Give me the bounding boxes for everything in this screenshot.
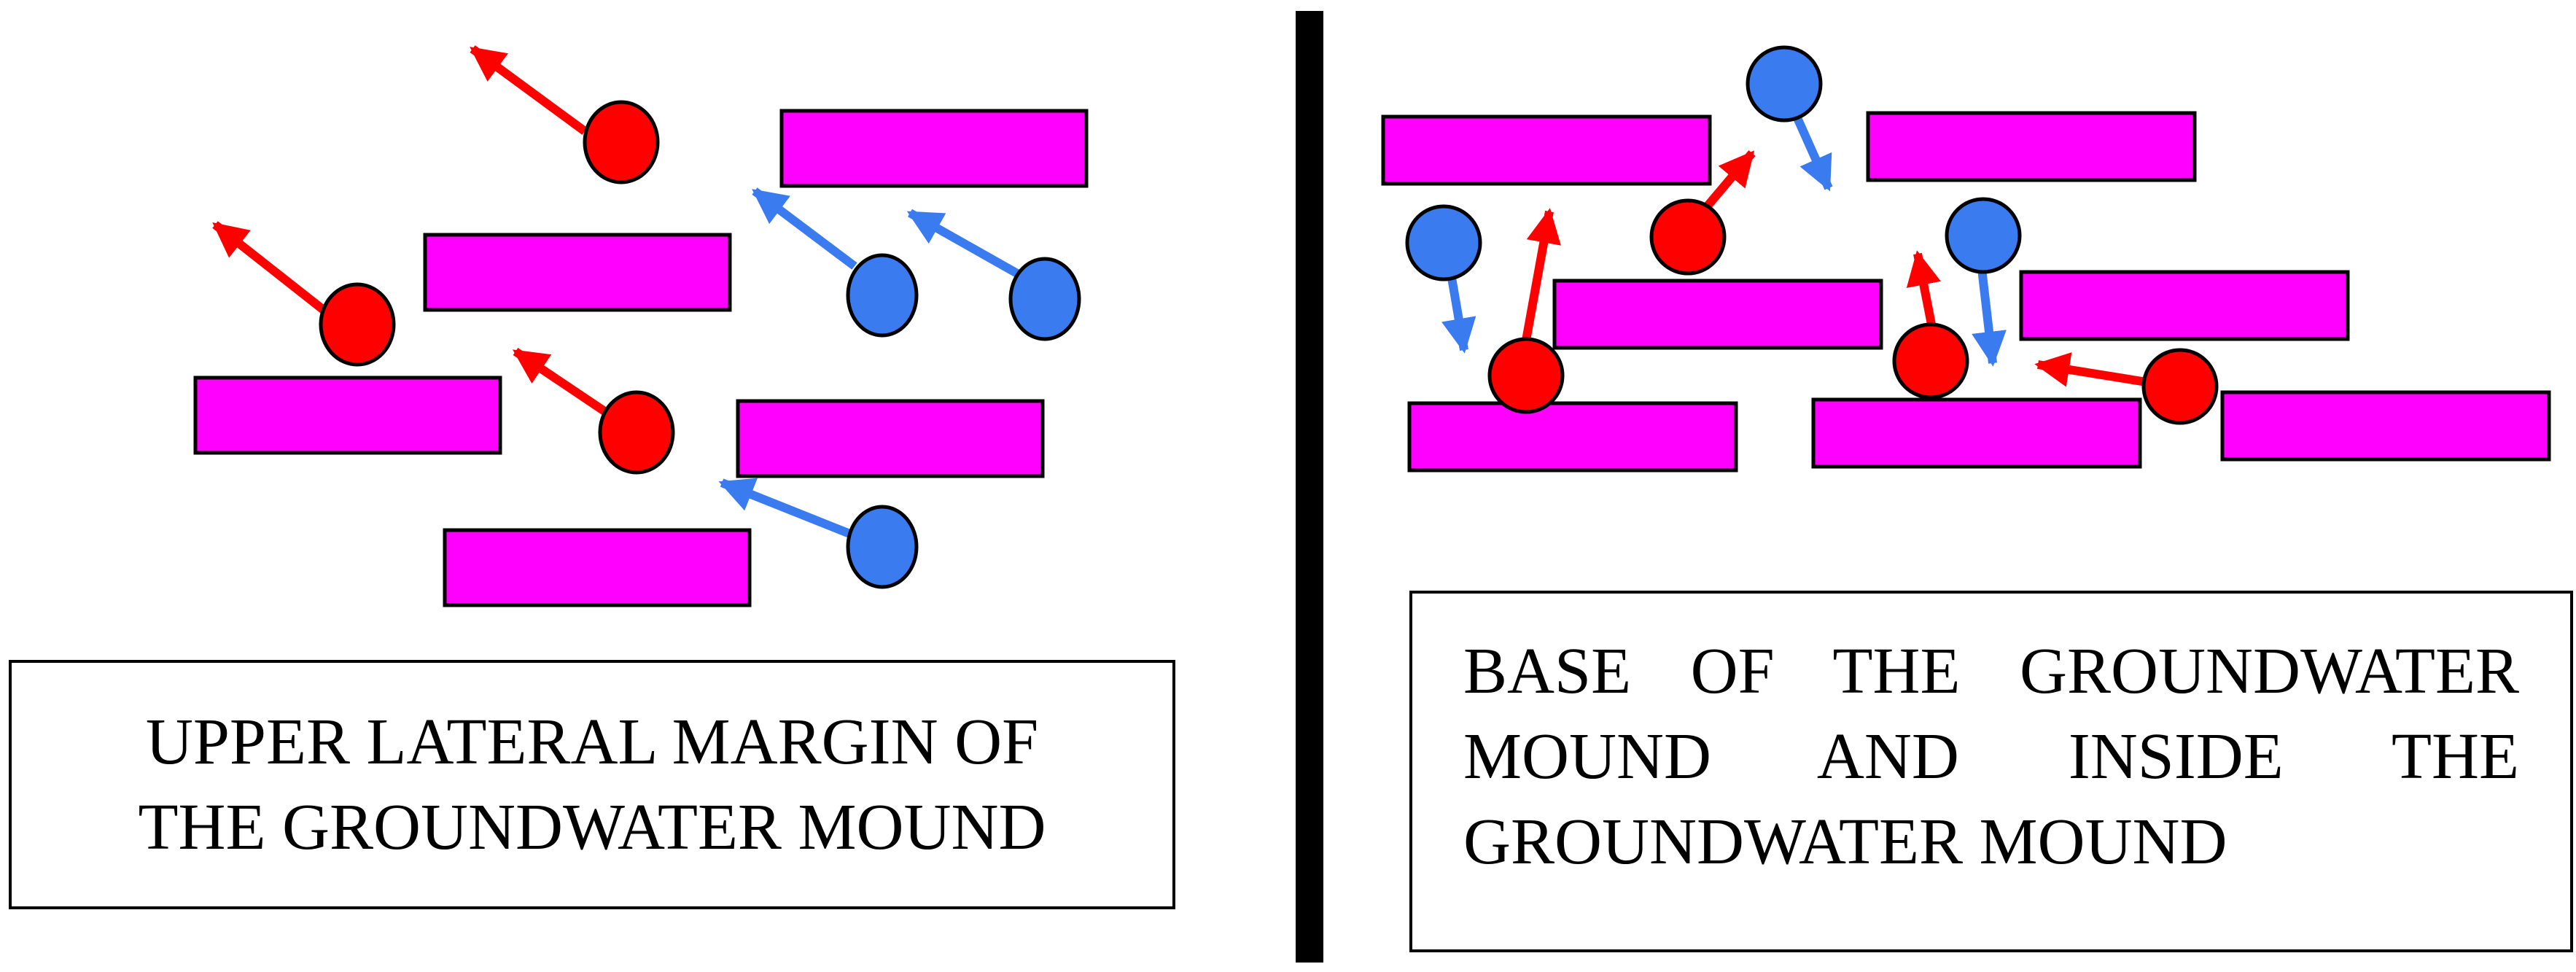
red-particle: [319, 282, 396, 367]
left-panel: [193, 45, 1089, 607]
blue-arrow: [752, 187, 857, 270]
red-particle: [2141, 348, 2219, 425]
blue-particle: [1008, 257, 1081, 341]
clay-plate: [2019, 270, 2350, 341]
red-arrow: [212, 221, 331, 317]
blue-particle: [846, 505, 919, 589]
blue-arrow: [1441, 272, 1476, 354]
left-blue-particles: [718, 187, 1081, 589]
clay-plate: [736, 399, 1045, 478]
red-particle: [1649, 198, 1727, 276]
panel-divider: [1296, 11, 1323, 963]
left-panel-label-box: UPPER LATERAL MARGIN OF THE GROUNDWATER …: [9, 660, 1175, 909]
blue-arrow: [1791, 111, 1833, 192]
right-clay-plates: [1381, 111, 2551, 473]
blue-arrow: [718, 478, 857, 540]
clay-plate: [2220, 390, 2551, 462]
blue-arrow: [1972, 262, 2007, 367]
right-blue-particles: [1405, 45, 2022, 367]
blue-particle: [1405, 204, 1482, 281]
blue-particle: [1746, 45, 1823, 123]
clay-plate: [1552, 279, 1883, 350]
clay-plate: [1866, 111, 2197, 182]
red-arrow: [513, 348, 614, 419]
red-particle: [1892, 322, 1969, 400]
left-clay-plates: [193, 109, 1089, 607]
blue-arrow: [906, 209, 1019, 278]
clay-plate: [423, 233, 732, 312]
red-particle: [598, 390, 675, 475]
left-panel-label: UPPER LATERAL MARGIN OF THE GROUNDWATER …: [138, 706, 1046, 863]
clay-plate: [443, 528, 752, 607]
clay-plate: [1381, 114, 1712, 186]
right-panel-label-box: BASE OF THE GROUNDWATER MOUND AND INSIDE…: [1409, 591, 2573, 952]
clay-plate: [779, 109, 1089, 188]
left-red-particles: [212, 45, 675, 475]
clay-plate: [1407, 401, 1738, 473]
red-arrow: [470, 45, 588, 135]
red-arrow: [1906, 250, 1941, 337]
red-particle: [1487, 337, 1565, 414]
right-panel: [1381, 45, 2551, 473]
clay-plate: [1811, 397, 2142, 469]
blue-particle: [1945, 197, 2022, 274]
red-particle: [583, 100, 660, 184]
right-red-particles: [1487, 150, 2219, 425]
red-arrow: [2034, 352, 2152, 387]
clay-plate: [193, 376, 502, 455]
right-panel-label: BASE OF THE GROUNDWATER MOUND AND INSIDE…: [1463, 635, 2519, 878]
blue-particle: [846, 253, 919, 338]
